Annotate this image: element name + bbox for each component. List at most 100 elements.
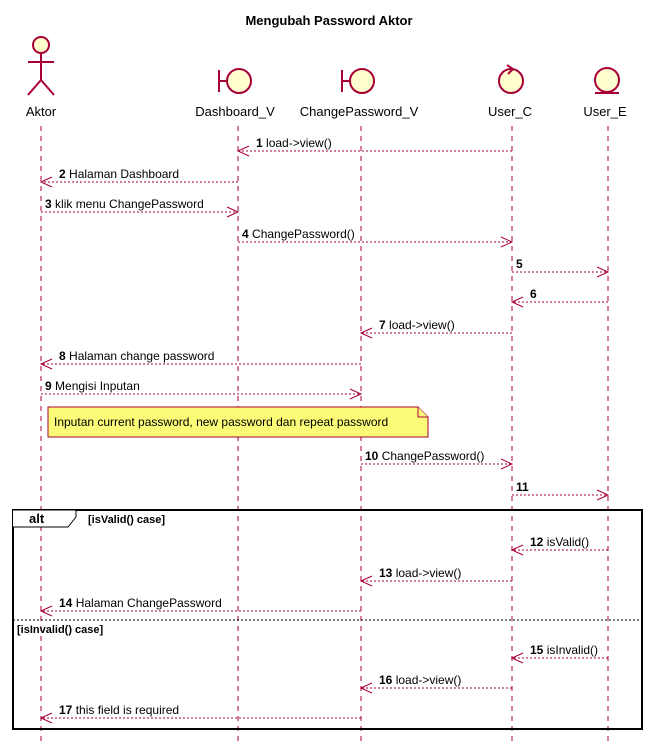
message-label: 14 Halaman ChangePassword — [59, 596, 222, 610]
arrowhead — [500, 458, 514, 470]
message-10: 10 ChangePassword() — [361, 449, 514, 470]
message-text: isValid() — [543, 535, 589, 549]
participant-aktor: Aktor — [26, 36, 57, 119]
arrowhead — [359, 682, 373, 694]
message-1: 1 load->view() — [236, 136, 512, 157]
message-label: 10 ChangePassword() — [365, 449, 484, 463]
message-label: 5 — [516, 257, 523, 271]
message-text: ChangePassword() — [378, 449, 484, 463]
message-label: 9 Mengisi Inputan — [45, 379, 140, 393]
message-label: 8 Halaman change password — [59, 349, 214, 363]
arrowhead — [39, 605, 53, 617]
message-label: 11 — [516, 480, 529, 494]
arrowhead — [510, 652, 524, 664]
message-12: 12 isValid() — [510, 535, 608, 556]
message-number: 1 — [256, 136, 263, 150]
participant-label: Dashboard_V — [195, 104, 275, 119]
arrowhead — [39, 176, 53, 188]
message-number: 16 — [379, 673, 393, 687]
participant-label: User_C — [488, 104, 532, 119]
message-2: 2 Halaman Dashboard — [39, 167, 238, 188]
message-text: load->view() — [263, 136, 332, 150]
note-box — [47, 406, 429, 438]
message-label: 2 Halaman Dashboard — [59, 167, 179, 181]
note-text: Inputan current password, new password d… — [54, 415, 388, 429]
arrowhead — [349, 388, 363, 400]
note-corner — [417, 407, 428, 418]
alt-fragment: alt [isValid() case] [isInvalid() case] — [12, 509, 643, 730]
message-label: 4 ChangePassword() — [242, 227, 355, 241]
arrowhead — [596, 266, 610, 278]
message-text: isInvalid() — [543, 643, 598, 657]
message-7: 7 load->view() — [359, 318, 512, 339]
actor-icon — [27, 36, 55, 96]
message-8: 8 Halaman change password — [39, 349, 361, 370]
participant-user-c: User_C — [488, 64, 532, 119]
message-label: 1 load->view() — [256, 136, 332, 150]
message-number: 17 — [59, 703, 73, 717]
message-label: 6 — [530, 287, 537, 301]
message-13: 13 load->view() — [359, 566, 512, 587]
message-text: Mengisi Inputan — [52, 379, 140, 393]
participant-user-e: User_E — [583, 67, 627, 119]
participant-label: ChangePassword_V — [300, 104, 419, 119]
arrowhead — [510, 544, 524, 556]
message-number: 9 — [45, 379, 52, 393]
message-15: 15 isInvalid() — [510, 643, 608, 664]
message-9: 9 Mengisi Inputan — [41, 379, 363, 400]
participant-dashboard-v: Dashboard_V — [195, 68, 275, 119]
arrowhead — [39, 712, 53, 724]
message-label: 16 load->view() — [379, 673, 461, 687]
message-number: 4 — [242, 227, 249, 241]
message-3: 3 klik menu ChangePassword — [41, 197, 240, 218]
message-text: load->view() — [386, 318, 455, 332]
message-text: load->view() — [392, 673, 461, 687]
message-number: 3 — [45, 197, 52, 211]
message-4: 4 ChangePassword() — [238, 227, 514, 248]
message-label: 17 this field is required — [59, 703, 179, 717]
message-text: this field is required — [72, 703, 179, 717]
boundary-icon — [218, 68, 252, 94]
message-label: 12 isValid() — [530, 535, 589, 549]
message-number: 6 — [530, 287, 537, 301]
arrowhead — [236, 145, 250, 157]
message-14: 14 Halaman ChangePassword — [39, 596, 361, 617]
note: Inputan current password, new password d… — [47, 406, 429, 438]
message-number: 11 — [516, 480, 529, 494]
arrowhead — [596, 489, 610, 501]
message-number: 10 — [365, 449, 379, 463]
message-16: 16 load->view() — [359, 673, 512, 694]
participant-label: User_E — [583, 104, 627, 119]
message-17: 17 this field is required — [39, 703, 361, 724]
message-text: klik menu ChangePassword — [52, 197, 204, 211]
arrowhead — [359, 327, 373, 339]
diagram-title: Mengubah Password Aktor — [245, 13, 412, 28]
message-number: 13 — [379, 566, 393, 580]
message-number: 2 — [59, 167, 66, 181]
message-number: 15 — [530, 643, 544, 657]
message-number: 12 — [530, 535, 544, 549]
control-icon — [498, 64, 524, 94]
message-number: 8 — [59, 349, 66, 363]
message-11: 11 — [512, 480, 610, 501]
message-label: 13 load->view() — [379, 566, 461, 580]
message-label: 7 load->view() — [379, 318, 455, 332]
alt-label: alt — [29, 511, 45, 526]
message-number: 14 — [59, 596, 73, 610]
arrowhead — [500, 236, 514, 248]
message-text: load->view() — [392, 566, 461, 580]
entity-icon — [594, 67, 620, 94]
message-text: Halaman Dashboard — [66, 167, 179, 181]
message-number: 7 — [379, 318, 386, 332]
message-label: 3 klik menu ChangePassword — [45, 197, 204, 211]
arrowhead — [226, 206, 240, 218]
messages: 1 load->view() 2 Halaman Dashboard 3 klik … — [39, 136, 610, 724]
alt-guard-invalid: [isInvalid() case] — [17, 624, 104, 636]
boundary-icon — [341, 68, 375, 94]
message-text: Halaman change password — [66, 349, 215, 363]
arrowhead — [510, 296, 524, 308]
message-text: ChangePassword() — [249, 227, 355, 241]
arrowhead — [39, 358, 53, 370]
message-5: 5 — [512, 257, 610, 278]
